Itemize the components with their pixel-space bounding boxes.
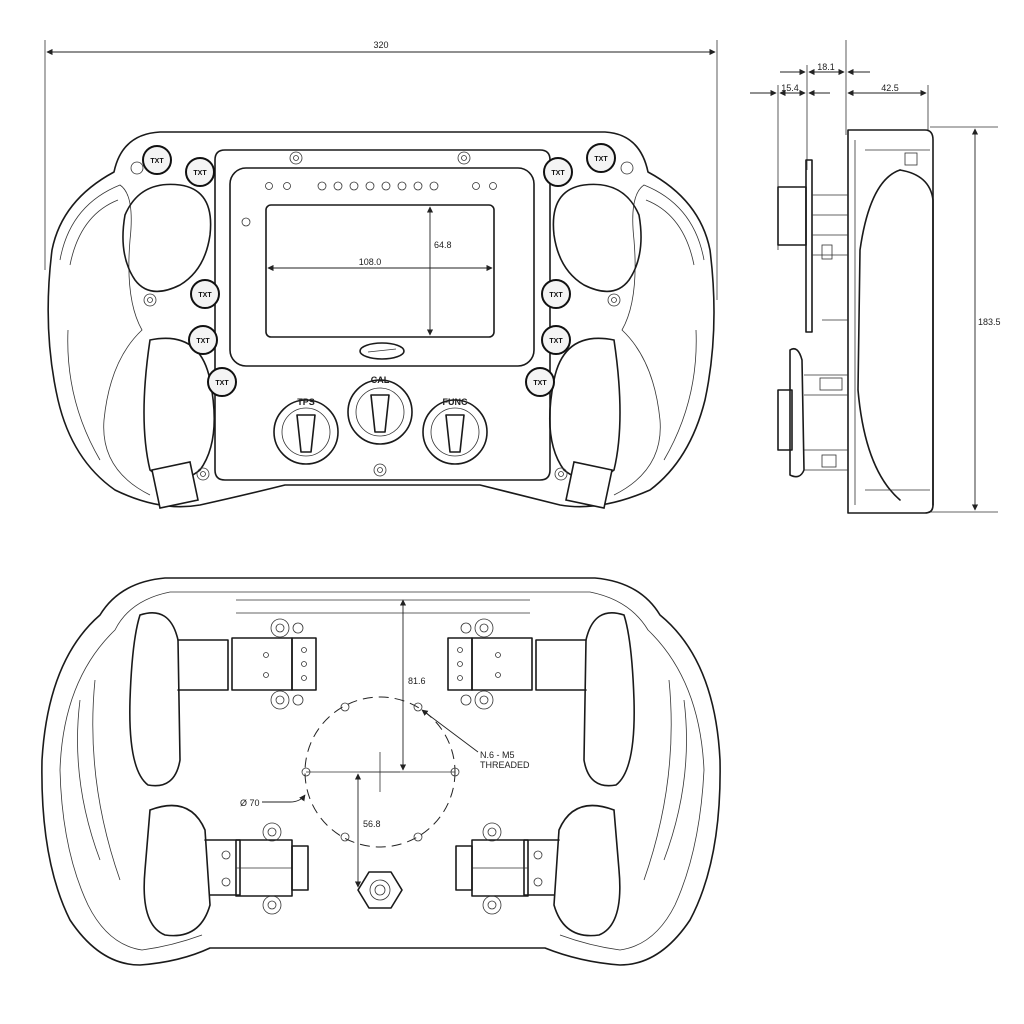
back-outline: [41, 577, 721, 966]
push-button-label: TXT: [549, 338, 563, 345]
tps-label: TPS: [297, 397, 315, 407]
right-grip: [549, 337, 621, 481]
display-screen: [265, 204, 495, 338]
push-button-label: TXT: [215, 380, 229, 387]
push-button-label: TXT: [551, 170, 565, 177]
bracket-lower-left: [221, 822, 309, 915]
back-81-6-label: 81.6: [408, 676, 426, 686]
display-width-label: 108.0: [359, 257, 382, 267]
threaded-holes: [301, 702, 460, 842]
display-height-label: 64.8: [434, 240, 452, 250]
front-view: 320 108.0 64.8: [44, 40, 718, 509]
push-button-label: TXT: [594, 156, 608, 163]
side-height-label: 183.5: [978, 317, 1001, 327]
side-15-4-label: 15.4: [781, 83, 799, 93]
rotary-cal[interactable]: CAL: [347, 375, 413, 445]
push-button-r5[interactable]: TXT: [525, 367, 555, 397]
push-button-r4[interactable]: TXT: [541, 325, 571, 355]
center-plate: [214, 149, 551, 481]
push-button-label: TXT: [549, 292, 563, 299]
wheel-outline: [47, 131, 715, 508]
push-button-label: TXT: [533, 380, 547, 387]
side-18-1-label: 18.1: [817, 62, 835, 72]
left-grip: [143, 337, 215, 481]
side-view: 18.1 15.4 42.5 183.5: [750, 40, 1001, 514]
push-button-label: TXT: [193, 170, 207, 177]
display-housing: [229, 167, 535, 367]
side-42-5-label: 42.5: [881, 83, 899, 93]
brand-logo: [359, 342, 405, 360]
bracket-lower-right: [455, 822, 543, 915]
thread-note-line2: THREADED: [480, 760, 530, 770]
shift-leds: [241, 181, 497, 227]
back-56-8-label: 56.8: [363, 819, 381, 829]
bracket-upper-left: [231, 618, 317, 710]
push-button-label: TXT: [150, 158, 164, 165]
back-view: 81.6 56.8 Ø 70 N.6 - M5 THREADED: [41, 577, 721, 966]
quick-release-nut: [357, 871, 403, 909]
push-button-l4[interactable]: TXT: [188, 325, 218, 355]
cal-label: CAL: [371, 375, 390, 385]
back-diameter-label: Ø 70: [240, 798, 260, 808]
push-button-r3[interactable]: TXT: [541, 279, 571, 309]
bracket-upper-right: [447, 618, 533, 710]
push-button-r2[interactable]: TXT: [543, 157, 573, 187]
push-button-l1[interactable]: TXT: [142, 145, 172, 175]
overall-width-label: 320: [373, 40, 388, 50]
rotary-func[interactable]: FUNC: [422, 397, 488, 465]
rotary-tps[interactable]: TPS: [273, 397, 339, 465]
push-button-l3[interactable]: TXT: [190, 279, 220, 309]
push-button-label: TXT: [196, 338, 210, 345]
thread-note-line1: N.6 - M5: [480, 750, 515, 760]
push-button-r1[interactable]: TXT: [586, 143, 616, 173]
screws: [130, 151, 634, 481]
func-label: FUNC: [443, 397, 468, 407]
push-button-label: TXT: [198, 292, 212, 299]
push-button-l2[interactable]: TXT: [185, 157, 215, 187]
push-button-l5[interactable]: TXT: [207, 367, 237, 397]
left-upper-opening: [122, 183, 212, 293]
right-upper-opening: [552, 183, 642, 293]
